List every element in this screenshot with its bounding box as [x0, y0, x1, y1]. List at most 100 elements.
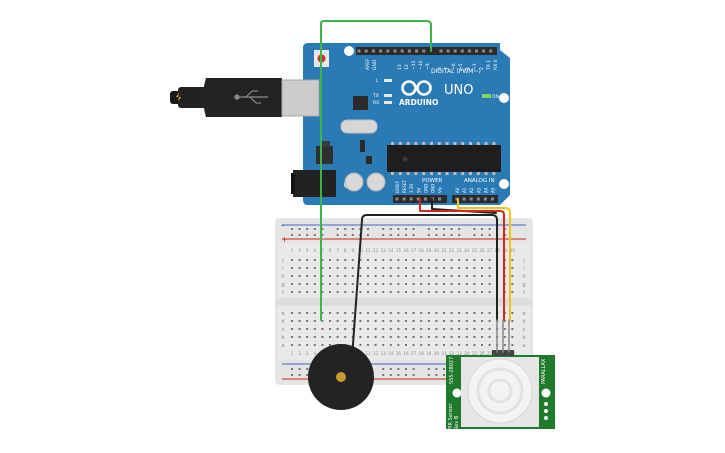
terminal-hole [405, 328, 407, 330]
terminal-hole [367, 328, 369, 330]
terminal-hole [473, 344, 476, 346]
terminal-hole [329, 336, 331, 338]
power-label: POWER [422, 178, 443, 184]
terminal-hole [359, 312, 362, 314]
column-number: 2 [298, 351, 301, 356]
header-pin [416, 197, 420, 201]
rail-hole [336, 228, 339, 230]
capacitor [344, 172, 364, 192]
column-number: 26 [479, 351, 485, 356]
header-pin [422, 49, 426, 53]
terminal-hole [389, 259, 392, 261]
column-number: 22 [449, 351, 455, 356]
mcu-pin [422, 172, 426, 175]
terminal-hole [321, 320, 324, 322]
terminal-hole [427, 320, 430, 322]
terminal-hole [298, 283, 301, 285]
rail-hole [427, 228, 430, 230]
terminal-hole [435, 283, 438, 285]
piezo-buzzer[interactable] [308, 344, 374, 410]
column-number: 15 [396, 248, 402, 253]
terminal-hole [291, 291, 293, 293]
mcu-pin [414, 142, 418, 145]
terminal-hole [405, 312, 407, 314]
terminal-hole [351, 283, 354, 285]
pir-text-1: PIR Sensor [448, 402, 454, 430]
rail-hole [443, 368, 445, 370]
column-number: 7 [336, 248, 339, 253]
terminal-hole [503, 336, 506, 338]
rail-hole [306, 368, 309, 370]
digital-pin-label: GND [372, 59, 378, 70]
rail-hole [412, 368, 415, 370]
terminal-hole [359, 328, 362, 330]
terminal-hole [321, 344, 324, 346]
terminal-hole [465, 344, 468, 346]
column-number: 26 [479, 248, 485, 253]
terminal-hole [374, 275, 377, 277]
header-pin [462, 197, 466, 201]
usb-controller-chip [353, 96, 368, 110]
row-letter: f [523, 290, 525, 296]
row-letter: d [281, 319, 284, 325]
rail-hole [336, 234, 339, 236]
column-number: 27 [487, 248, 493, 253]
column-number: 14 [388, 248, 394, 253]
terminal-hole [359, 275, 362, 277]
column-number: 6 [329, 248, 332, 253]
wire-yellow [457, 198, 511, 321]
terminal-hole [435, 320, 438, 322]
terminal-hole [443, 320, 445, 322]
terminal-hole [450, 267, 453, 269]
terminal-hole [420, 283, 423, 285]
terminal-hole [397, 336, 400, 338]
terminal-hole [374, 312, 377, 314]
pir-brand-text: PARALLAX [541, 358, 547, 384]
terminal-hole [511, 328, 514, 330]
terminal-hole [450, 320, 453, 322]
terminal-hole [481, 283, 483, 285]
analog-pin-label: A3 [476, 187, 481, 193]
analog-header [452, 195, 498, 203]
rail-hole [473, 234, 476, 236]
header-pin [489, 49, 493, 53]
rail-hole [291, 228, 293, 230]
pir-sensor[interactable]: PIR Sensor Rev B 555-28027 PARALLAX [446, 350, 555, 430]
rail-hole [306, 374, 309, 376]
terminal-hole [488, 336, 491, 338]
header-pin [407, 49, 411, 53]
terminal-hole [397, 344, 400, 346]
on-label: ON [492, 94, 499, 100]
column-number: 4 [314, 248, 317, 253]
rail-hole [291, 368, 293, 370]
terminal-hole [329, 275, 331, 277]
terminal-hole [420, 291, 423, 293]
mcu-pin [422, 142, 426, 145]
terminal-hole [329, 328, 331, 330]
rail-hole [450, 234, 453, 236]
terminal-hole [321, 291, 324, 293]
terminal-hole [344, 328, 347, 330]
rail-hole [382, 374, 385, 376]
rail-hole [351, 234, 354, 236]
terminal-hole [420, 328, 423, 330]
terminal-hole [443, 336, 445, 338]
terminal-hole [488, 259, 491, 261]
terminal-hole [481, 275, 483, 277]
rail-hole [367, 234, 369, 236]
analog-label: ANALOG IN [464, 178, 495, 184]
terminal-hole [306, 344, 309, 346]
rail-hole [405, 368, 407, 370]
terminal-hole [435, 275, 438, 277]
terminal-hole [435, 312, 438, 314]
terminal-hole [435, 267, 438, 269]
terminal-hole [412, 267, 415, 269]
column-number: 21 [441, 248, 447, 253]
terminal-hole [367, 275, 369, 277]
terminal-hole [458, 275, 461, 277]
terminal-hole [359, 291, 362, 293]
terminal-hole [420, 312, 423, 314]
rail-hole [382, 368, 385, 370]
